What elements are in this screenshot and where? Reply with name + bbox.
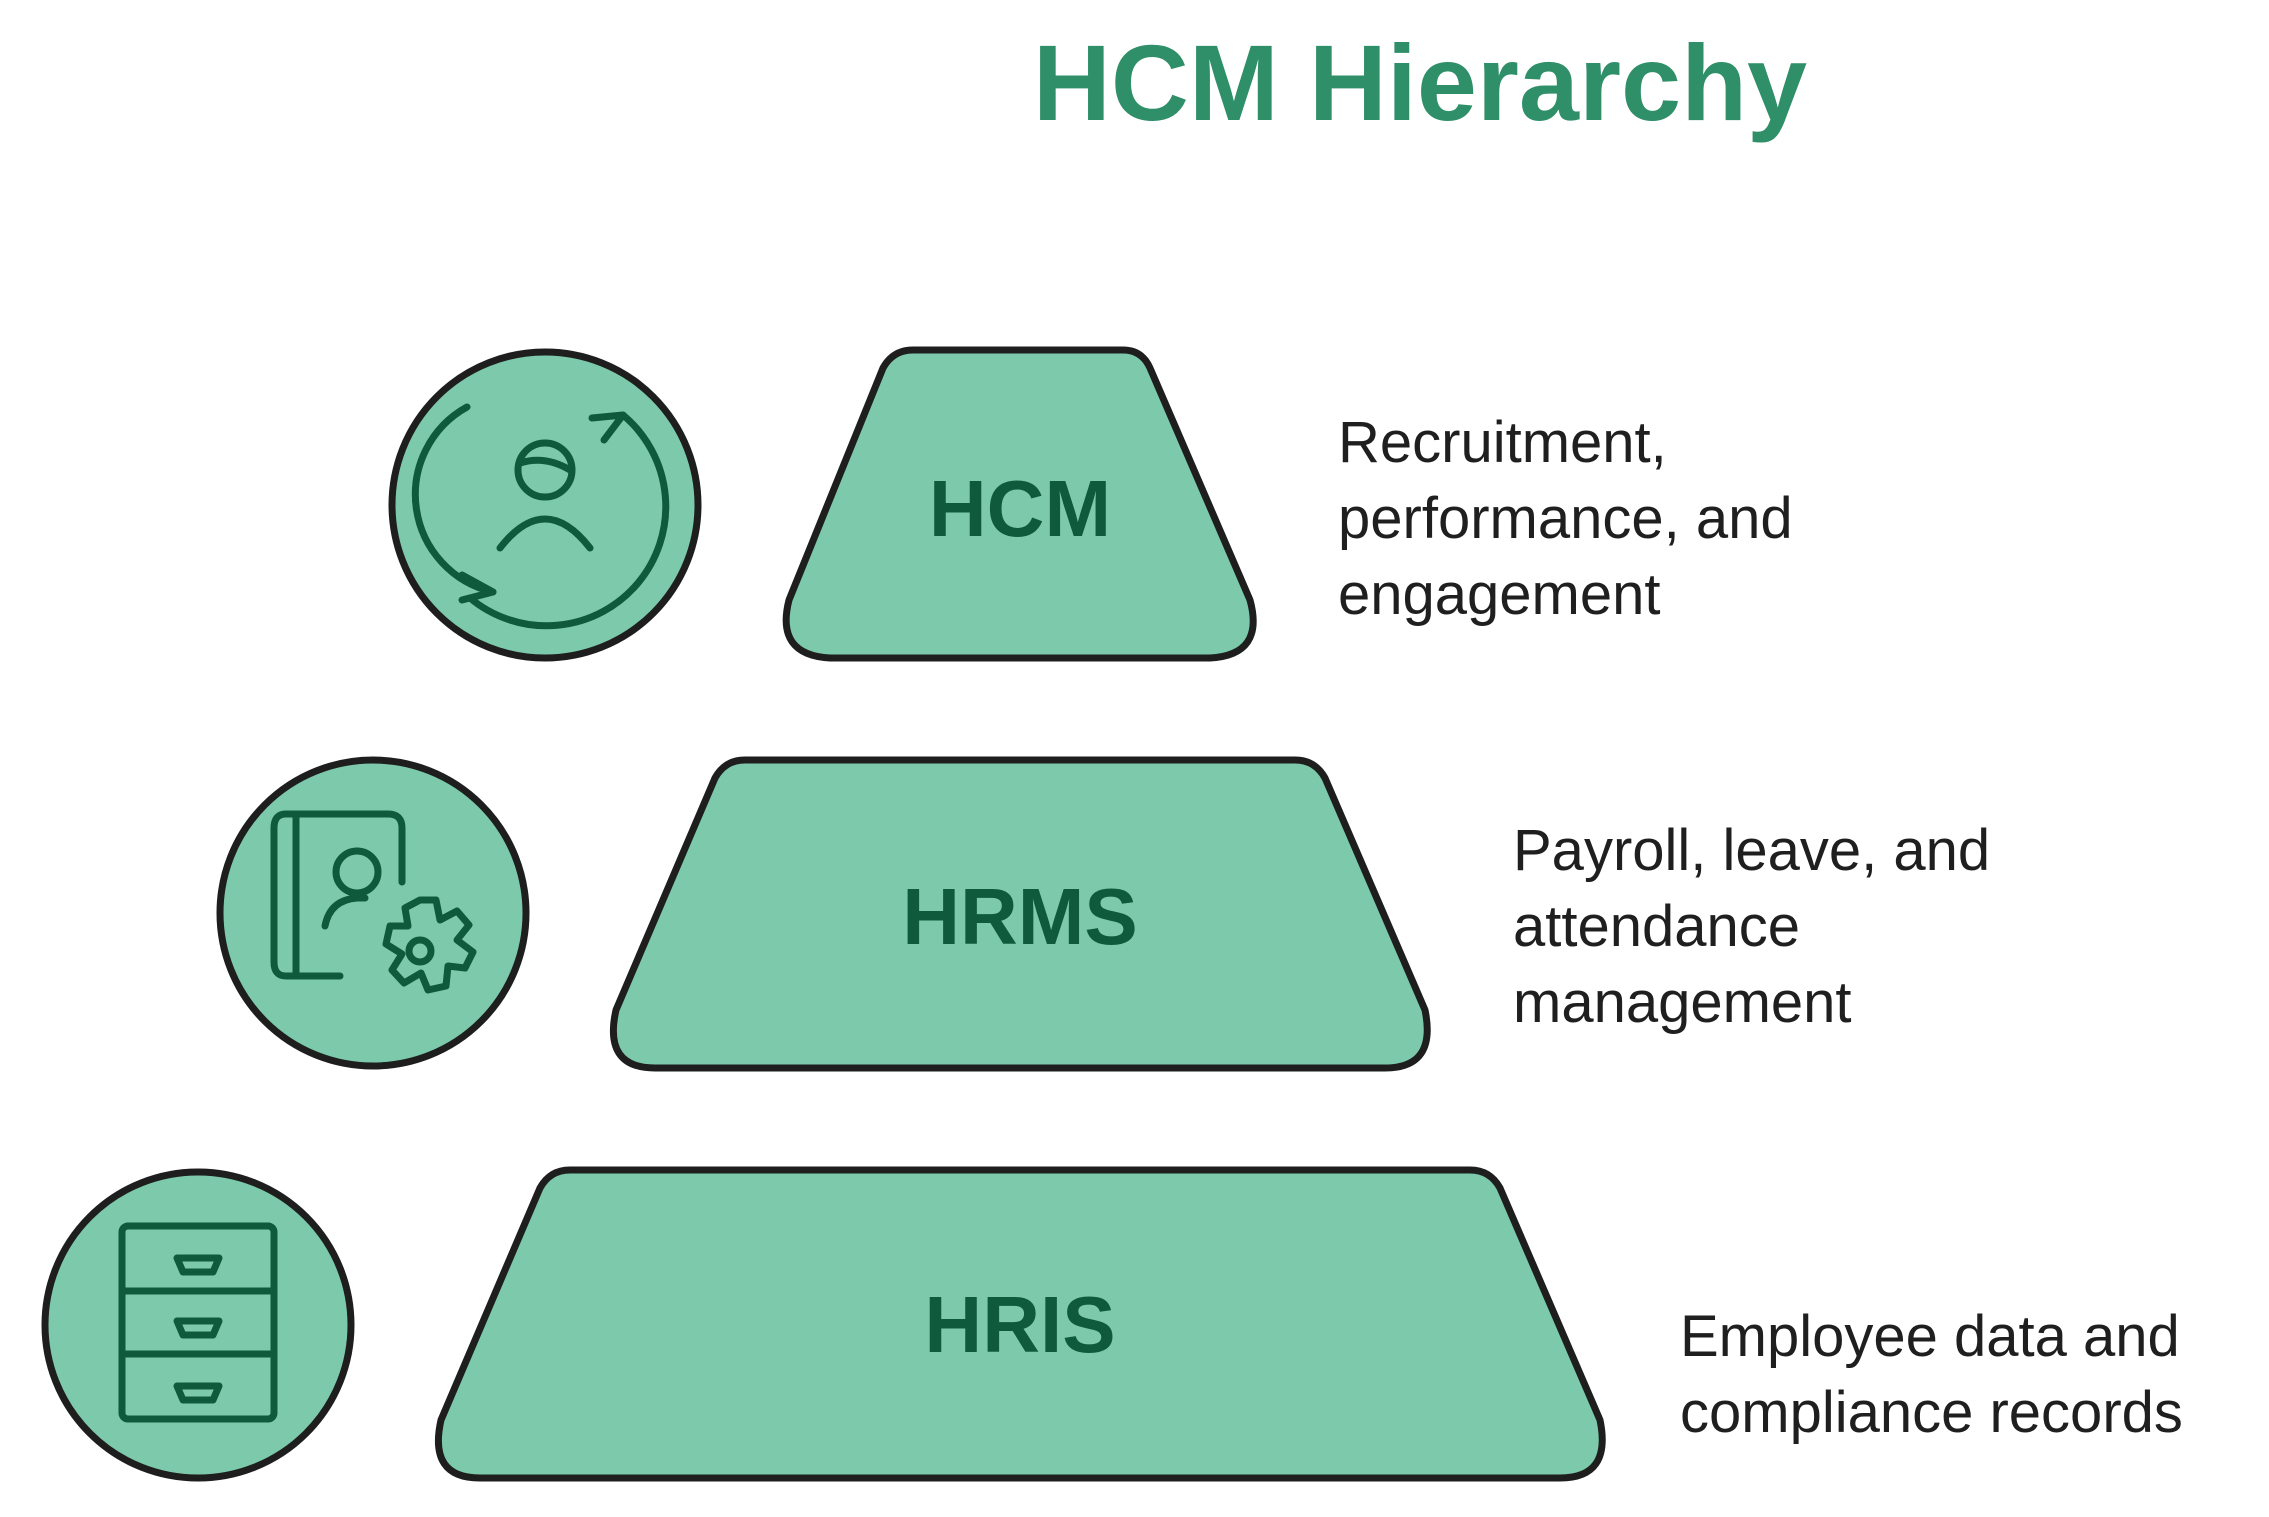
svg-text:engagement: engagement <box>1338 562 1660 627</box>
tier-hris-shape <box>434 1166 1606 1482</box>
tier-hris-description: Employee data and compliance records <box>1680 1304 2183 1445</box>
svg-text:attendance: attendance <box>1513 894 1800 959</box>
svg-text:Recruitment,: Recruitment, <box>1338 410 1667 475</box>
tier-hrms-label: HRMS <box>902 872 1138 961</box>
tier-hrms-shape <box>609 756 1431 1072</box>
tier-hcm: HCM Recruitment, performance, and engage… <box>388 346 1793 662</box>
filing-cabinet-icon <box>118 1222 278 1423</box>
tier-hcm-icon-circle <box>388 348 702 662</box>
tier-hrms-icon-circle <box>216 756 530 1070</box>
svg-text:Employee data and: Employee data and <box>1680 1304 2180 1369</box>
tier-hcm-shape <box>782 346 1257 662</box>
svg-text:Payroll, leave, and: Payroll, leave, and <box>1513 818 1990 883</box>
tier-hris: HRIS Employee data and compliance record… <box>41 1166 2183 1482</box>
tier-hris-label: HRIS <box>924 1280 1115 1369</box>
profile-settings-icon <box>270 810 477 994</box>
svg-text:compliance records: compliance records <box>1680 1380 2183 1445</box>
svg-text:performance, and: performance, and <box>1338 486 1793 551</box>
tier-hrms-description: Payroll, leave, and attendance managemen… <box>1513 818 1990 1035</box>
tier-hcm-label: HCM <box>929 464 1111 553</box>
tier-hris-icon-circle <box>41 1168 355 1482</box>
tier-hcm-description: Recruitment, performance, and engagement <box>1338 410 1793 627</box>
diagram-title: HCM Hierarchy <box>1033 22 1807 143</box>
svg-text:management: management <box>1513 970 1852 1035</box>
tier-hrms: HRMS Payroll, leave, and attendance mana… <box>216 756 1990 1072</box>
user-cycle-icon <box>411 403 670 630</box>
